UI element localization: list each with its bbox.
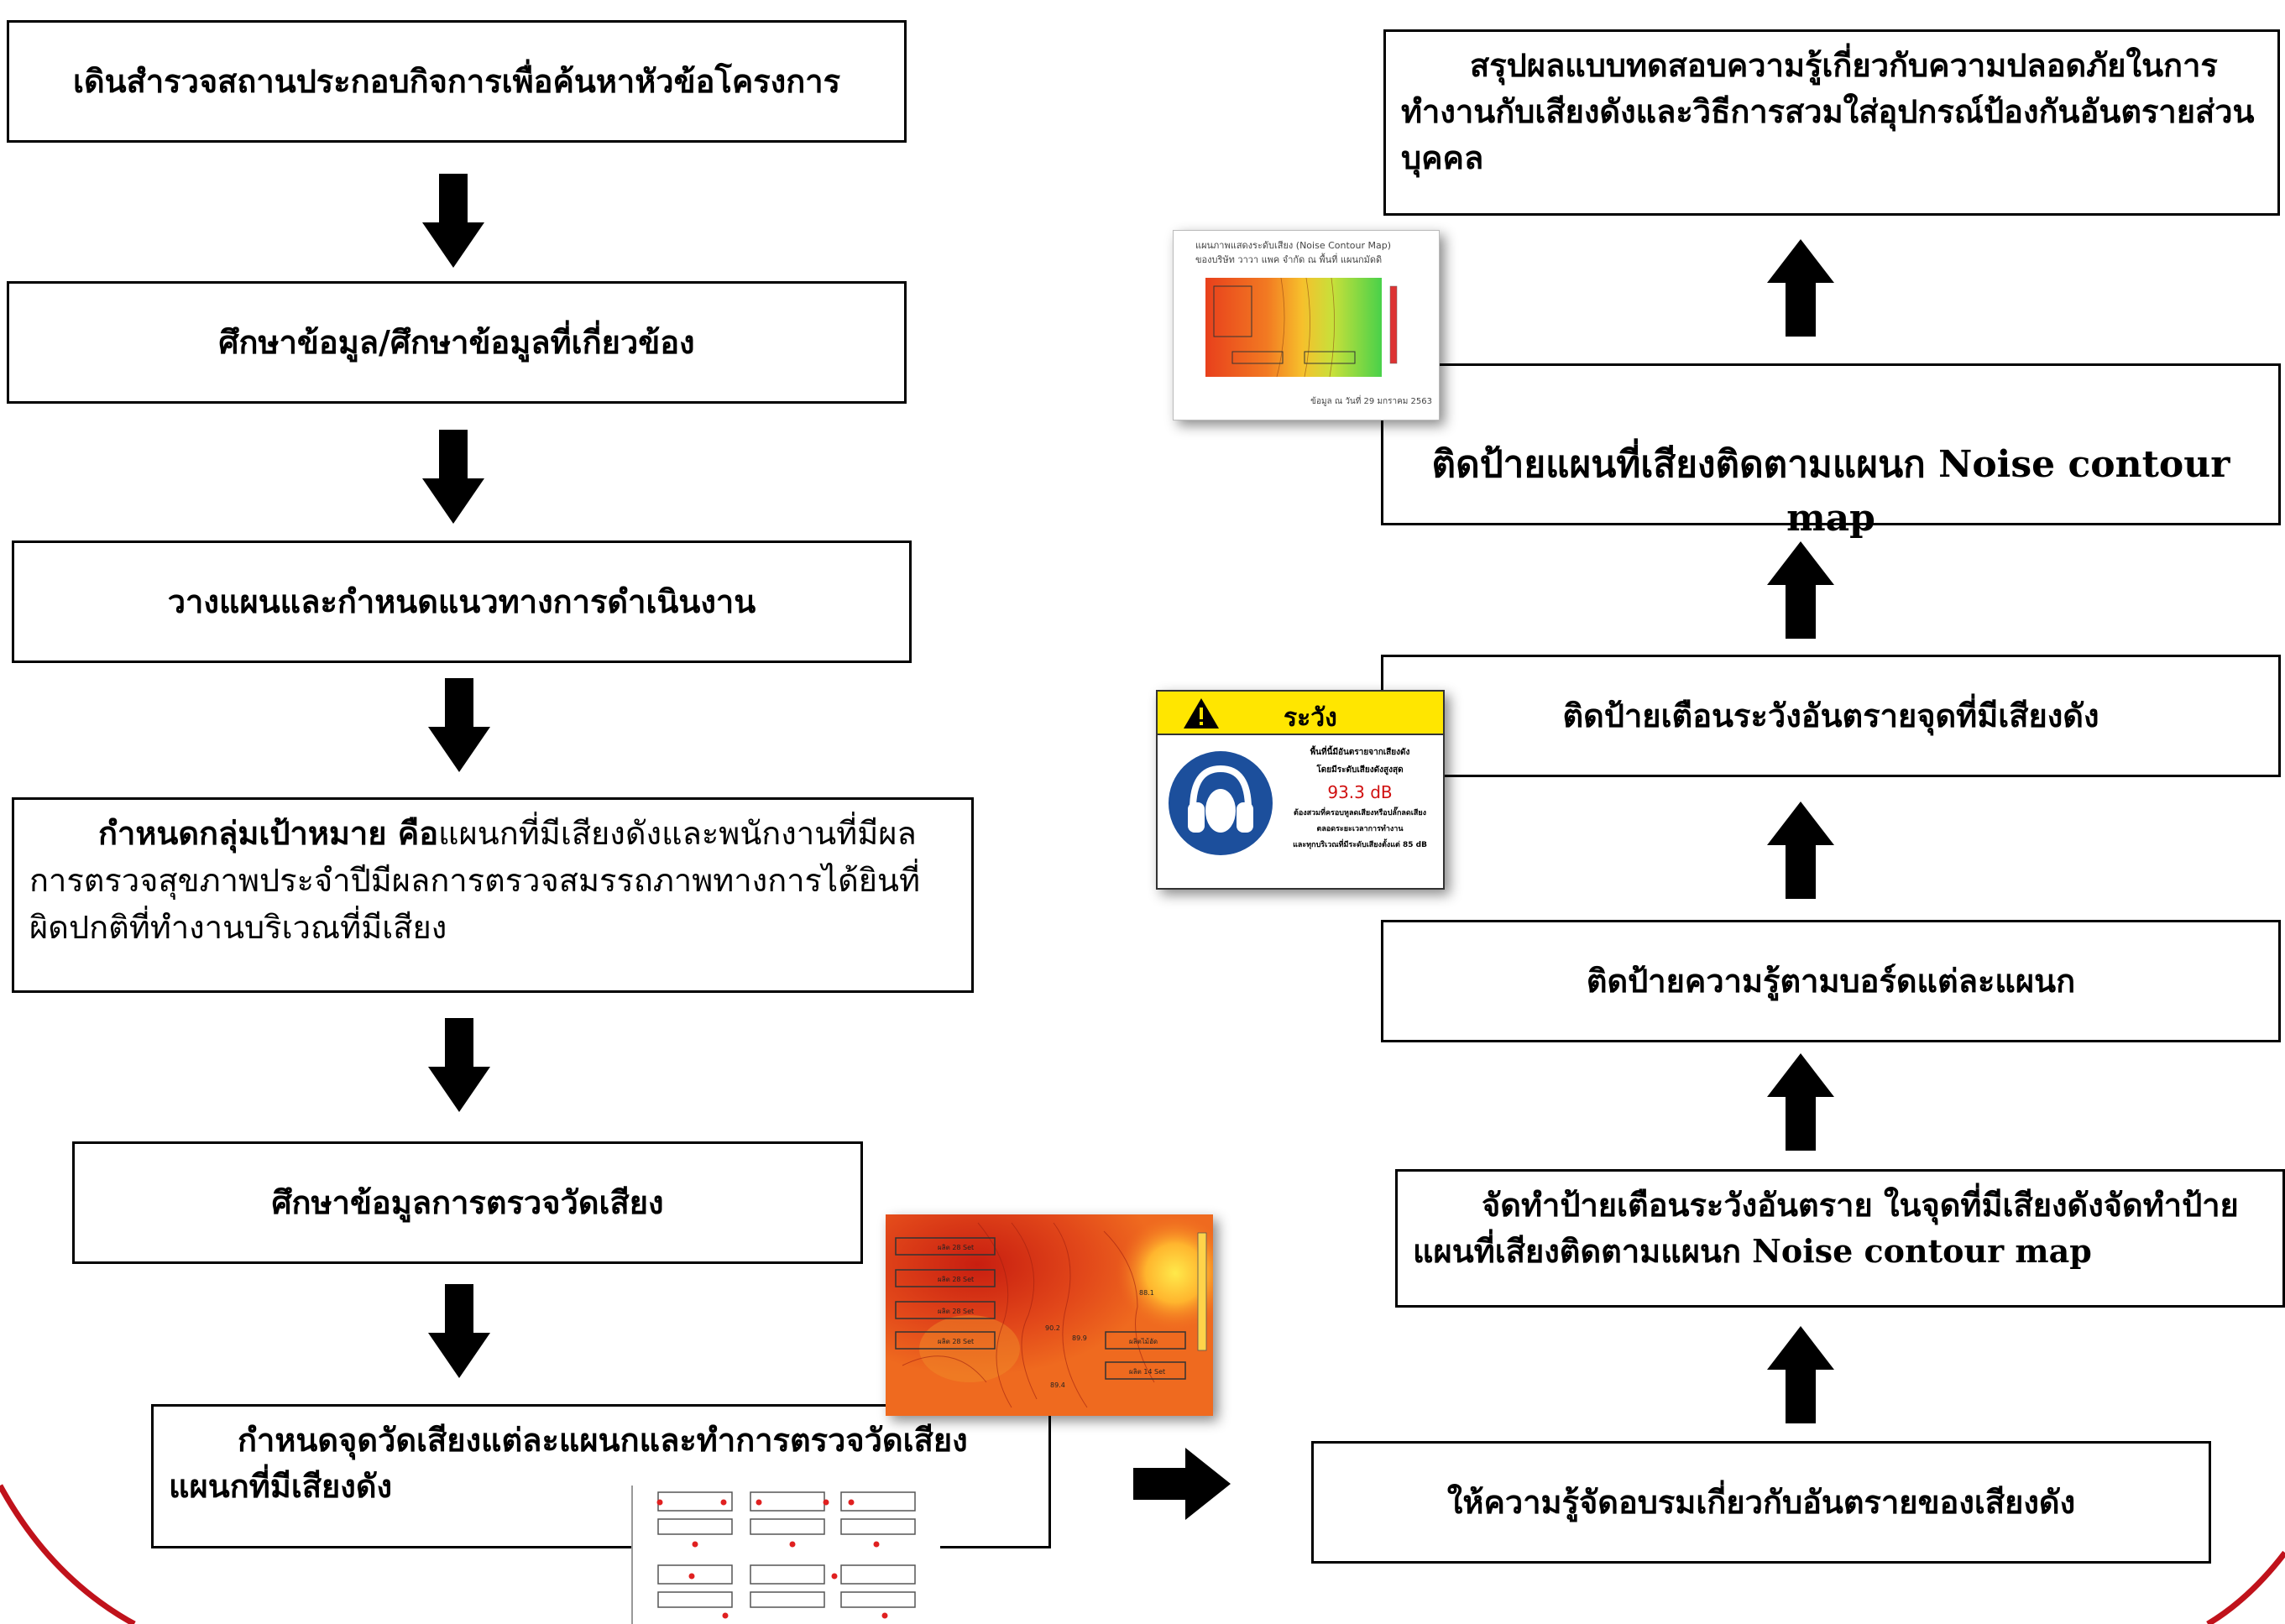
warning-triangle-icon (1184, 698, 1219, 728)
contour-label: ผลิต 28 Set (938, 1308, 974, 1315)
contour-small-title-1: แผนภาพแสดงระดับเสียง (Noise Contour Map) (1195, 240, 1392, 251)
step-target-text: กำหนดกลุ่มเป้าหมาย คือแผนกที่มีเสียงดังแ… (29, 810, 956, 951)
step-knowledge-board-text: ติดป้ายความรู้ตามบอร์ดแต่ละแผนก (1586, 962, 2076, 1000)
step-study-text: ศึกษาข้อมูล/ศึกษาข้อมูลที่เกี่ยวข้อง (218, 323, 695, 362)
step-measure-study-text: ศึกษาข้อมูลการตรวจวัดเสียง (271, 1183, 664, 1222)
contour-label: ผลิต 28 Set (938, 1244, 974, 1251)
down-arrow-icon (428, 1284, 490, 1378)
warning-sign-title: ระวัง (1284, 703, 1337, 733)
contour-label: ผลิตไม้อัด (1129, 1338, 1158, 1345)
step-contour-map-box: ติดป้ายแผนที่เสียงติดตามแผนก Noise conto… (1381, 363, 2281, 540)
step-plan-box: วางแผนและกำหนดแนวทางการดำเนินงาน (12, 540, 912, 663)
warning-sign-line3: ต้องสวมที่ครอบหูลดเสียงหรือปลั๊กลดเสียง (1293, 809, 1426, 817)
warning-sign-line2: โดยมีระดับเสียงดังสูงสุด (1316, 765, 1404, 775)
up-arrow-icon (1767, 1326, 1834, 1423)
contour-label: ผลิต 28 Set (938, 1276, 974, 1283)
step-survey-text: เดินสำรวจสถานประกอบกิจการเพื่อค้นหาหัวข้… (72, 62, 840, 101)
step-target-rest: แผนกที่มีเสียงดังและพนักงานที่มีผลการตรว… (29, 815, 921, 947)
warning-sign-line1: พื้นที่นี้มีอันตรายจากเสียงดัง (1310, 748, 1410, 757)
contour-small-plot (1205, 278, 1398, 377)
ear-protection-icon (1169, 751, 1273, 855)
up-arrow-icon (1767, 239, 1834, 337)
up-arrow-icon (1767, 541, 1834, 639)
step-training-text: ให้ความรู้จัดอบรมเกี่ยวกับอันตรายของเสีย… (1446, 1483, 2076, 1522)
up-arrow-icon (1767, 802, 1834, 899)
contour-label: ผลิต 14 Set (1129, 1368, 1165, 1376)
contour-small-title-2: ของบริษัท วาวา แพค จำกัด ณ พื้นที่ แผนกม… (1195, 253, 1383, 265)
step-measure-study-box: ศึกษาข้อมูลการตรวจวัดเสียง (72, 1141, 863, 1264)
contour-label: ผลิต 28 Set (938, 1338, 974, 1345)
contour-small-footer: ข้อมูล ณ วันที่ 29 มกราคม 2563 (1310, 397, 1432, 406)
warning-sign-line5: และทุกบริเวณที่มีระดับเสียงตั้งแต่ 85 dB (1293, 840, 1427, 849)
down-arrow-icon (428, 678, 490, 772)
up-arrow-icon (1767, 1053, 1834, 1151)
contour-value: 88.1 (1139, 1289, 1154, 1297)
step-summary-box: สรุปผลแบบทดสอบความรู้เกี่ยวกับความปลอดภั… (1383, 29, 2280, 216)
warning-sign-header: ระวัง (1158, 692, 1443, 735)
step-make-signs-text: จัดทำป้ายเตือนระวังอันตราย ในจุดที่มีเสี… (1413, 1186, 2239, 1271)
noise-contour-map-small-image: แผนภาพแสดงระดับเสียง (Noise Contour Map)… (1173, 230, 1440, 420)
down-arrow-icon (422, 174, 484, 268)
step-knowledge-board-box: ติดป้ายความรู้ตามบอร์ดแต่ละแผนก (1381, 920, 2281, 1042)
warning-sign-line4: ตลอดระยะเวลาการทำงาน (1316, 824, 1404, 833)
floor-plan-image (631, 1486, 940, 1624)
step-target-box: กำหนดกลุ่มเป้าหมาย คือแผนกที่มีเสียงดังแ… (12, 797, 974, 993)
noise-contour-map-large-image: ผลิต 28 Set ผลิต 28 Set ผลิต 28 Set ผลิต… (886, 1214, 1213, 1416)
step-summary-text: สรุปผลแบบทดสอบความรู้เกี่ยวกับความปลอดภั… (1401, 46, 2255, 177)
step-study-box: ศึกษาข้อมูล/ศึกษาข้อมูลที่เกี่ยวข้อง (7, 281, 907, 404)
contour-value: 89.9 (1072, 1334, 1087, 1342)
step-make-signs-box: จัดทำป้ายเตือนระวังอันตราย ในจุดที่มีเสี… (1395, 1169, 2285, 1308)
step-training-box: ให้ความรู้จัดอบรมเกี่ยวกับอันตรายของเสีย… (1311, 1441, 2211, 1564)
down-arrow-icon (428, 1018, 490, 1112)
step-survey-box: เดินสำรวจสถานประกอบกิจการเพื่อค้นหาหัวข้… (7, 20, 907, 143)
contour-value: 89.4 (1050, 1381, 1065, 1389)
warning-sign-level: 93.3 dB (1327, 782, 1393, 802)
step-target-bold: กำหนดกลุ่มเป้าหมาย คือ (98, 814, 439, 852)
step-warning-signs-text: ติดป้ายเตือนระวังอันตรายจุดที่มีเสียงดัง (1562, 697, 2099, 735)
step-contour-map-text: ติดป้ายแผนที่เสียงติดตามแผนก Noise conto… (1431, 443, 2230, 540)
down-arrow-icon (422, 430, 484, 524)
step-warning-signs-box: ติดป้ายเตือนระวังอันตรายจุดที่มีเสียงดัง (1381, 655, 2281, 777)
right-arrow-icon (1133, 1448, 1231, 1520)
step-measure-points-text: กำหนดจุดวัดเสียงแต่ละแผนกและทำการตรวจวัด… (169, 1421, 968, 1506)
warning-sign-image: ระวัง พื้นที่นี้มีอันตรายจากเสียงดัง โดย… (1156, 690, 1445, 890)
step-plan-text: วางแผนและกำหนดแนวทางการดำเนินงาน (167, 582, 756, 621)
contour-value: 90.2 (1045, 1324, 1060, 1332)
